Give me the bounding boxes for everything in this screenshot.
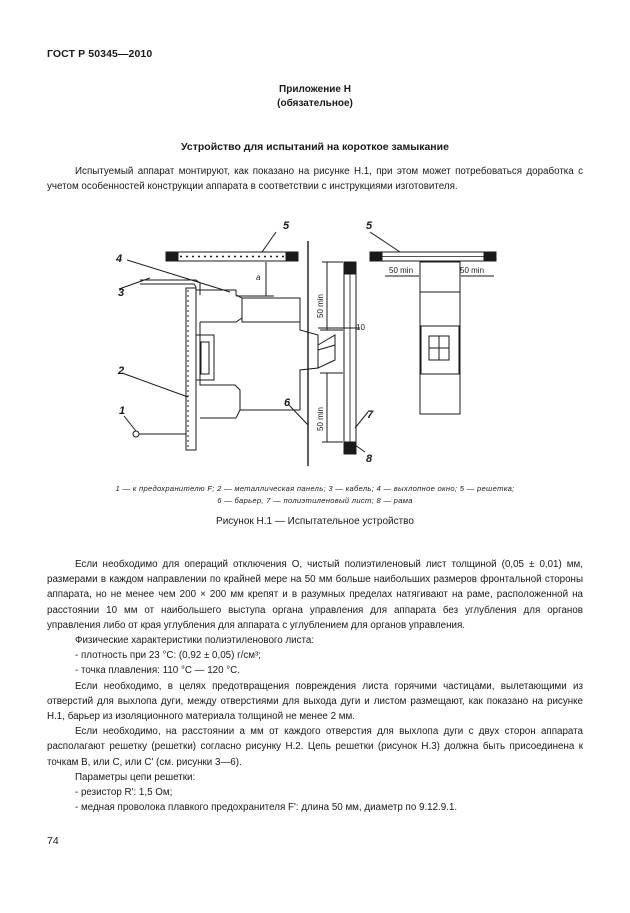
dim-a-label: a: [256, 273, 261, 282]
label-4: 4: [115, 253, 122, 265]
label-3: 3: [118, 287, 124, 299]
legend-line-1: 1 — к предохранителю F; 2 — металлическа…: [115, 484, 515, 493]
paragraph-7: Параметры цепи решетки:: [75, 771, 196, 783]
document-code: ГОСТ Р 50345—2010: [47, 48, 153, 60]
paragraph-9: - медная проволока плавкого предохраните…: [75, 802, 458, 814]
label-2: 2: [117, 365, 124, 377]
paragraph-1: Если необходимо для операций отключения …: [47, 559, 583, 631]
label-5b: 5: [366, 220, 373, 232]
paragraph-6: Если необходимо, на расстоянии a мм от к…: [47, 726, 583, 768]
metal-panel: [185, 287, 197, 451]
legend-line-2: 6 — барьер, 7 — полиэтиленовый лист; 8 —…: [217, 496, 413, 505]
label-5a: 5: [283, 220, 290, 232]
paragraph-2: Физические характеристики полиэтиленовог…: [75, 635, 315, 647]
label-7: 7: [367, 409, 374, 421]
figure-caption: Рисунок Н.1 — Испытательное устройство: [216, 516, 414, 527]
annex-status: (обязательное): [277, 98, 353, 109]
page-number: 74: [47, 835, 59, 847]
label-1: 1: [119, 405, 125, 417]
intro-text: Испытуемый аппарат монтируют, как показа…: [47, 166, 583, 193]
paragraph-5: Если необходимо, в целях предотвращения …: [47, 680, 583, 723]
dim-50-label-c: 50 min: [389, 266, 413, 275]
intro-paragraph: Испытуемый аппарат монтируют, как показа…: [47, 164, 583, 194]
dim-50-label-b: 50 min: [316, 407, 325, 431]
dim-50-label-d: 50 min: [460, 266, 484, 275]
label-6: 6: [284, 397, 291, 409]
grille-left: [165, 251, 299, 262]
label-10: 10: [356, 323, 365, 332]
paragraph-3: - плотность при 23 °С: (0,92 ± 0,05) г/с…: [75, 650, 262, 662]
grille-right: [369, 251, 497, 262]
apparatus-front-view: [419, 261, 461, 415]
apparatus-side-view: [195, 289, 336, 419]
body-text: Если необходимо для операций отключения …: [47, 557, 583, 815]
section-title: Устройство для испытаний на короткое зам…: [181, 141, 449, 153]
dim-50-label-a: 50 min: [316, 294, 325, 318]
paragraph-8: - резистор R': 1,5 Ом;: [75, 787, 173, 799]
paragraph-4: - точка плавления: 110 °С — 120 °С.: [75, 665, 240, 677]
label-8: 8: [366, 453, 373, 465]
annex-title: Приложение Н: [279, 84, 351, 95]
figure-legend: 1 — к предохранителю F; 2 — металлическа…: [60, 483, 570, 507]
